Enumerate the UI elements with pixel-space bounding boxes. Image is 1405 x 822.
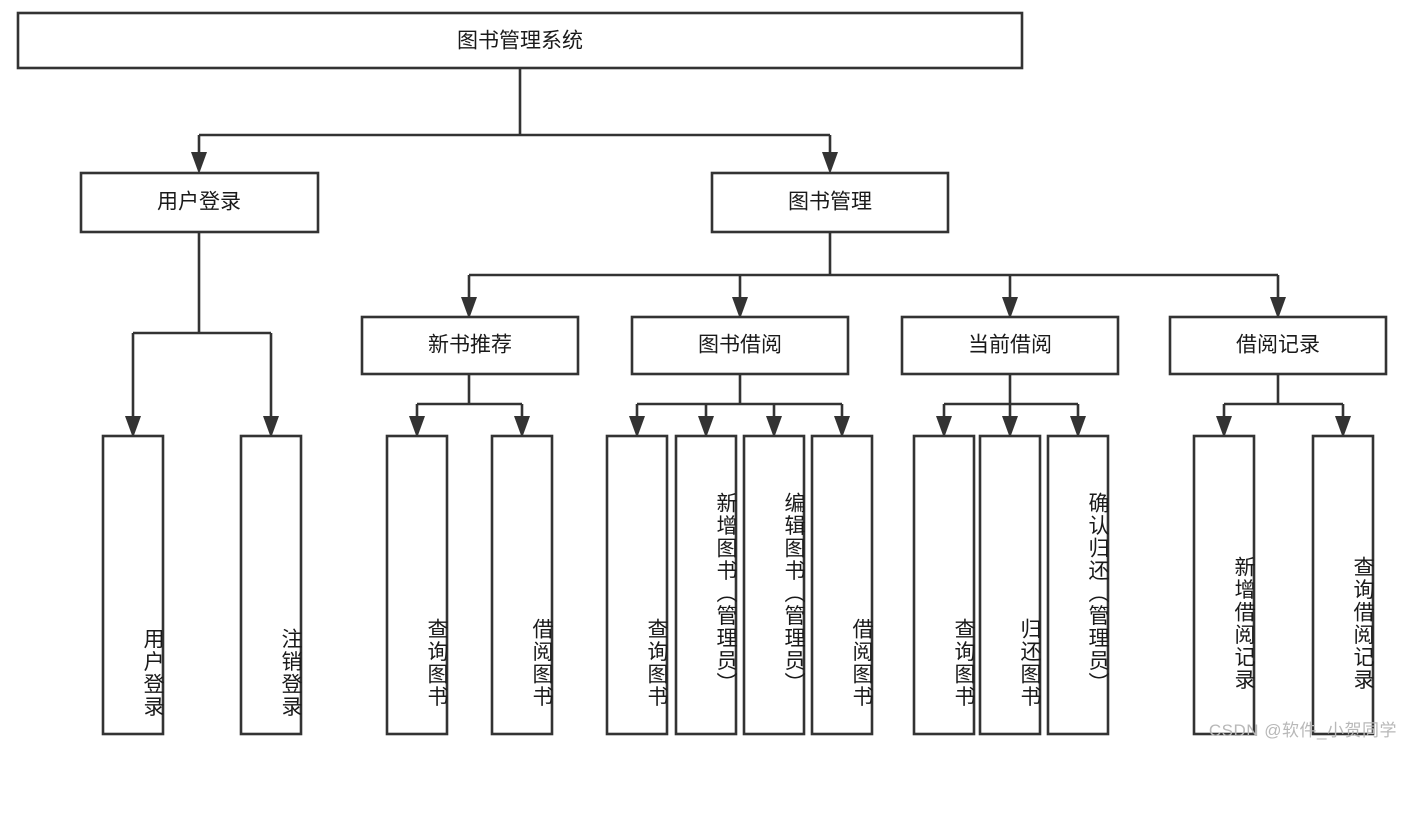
flowchart-canvas: 图书管理系统 用户登录 图书管理 新书推荐 图书借阅 当前借阅 借阅记录 bbox=[16, 11, 1397, 740]
arrow-head-icon bbox=[409, 416, 425, 438]
node-current-borrow-box bbox=[900, 315, 1120, 376]
arrow-head-icon bbox=[1002, 297, 1018, 319]
arrow-head-icon bbox=[766, 416, 782, 438]
arrow-head-icon bbox=[936, 416, 952, 438]
leaf-box-add-book-admin[interactable] bbox=[674, 434, 738, 736]
arrow-head-icon bbox=[834, 416, 850, 438]
flowchart-svg: 图书管理系统 用户登录 图书管理 新书推荐 图书借阅 当前借阅 借阅记录 bbox=[16, 11, 1388, 736]
node-book-borrow-label: 图书借阅 bbox=[698, 334, 782, 357]
arrow-head-icon bbox=[1070, 416, 1086, 438]
node-borrow-records-label: 借阅记录 bbox=[1236, 334, 1320, 357]
node-user-login-label: 用户登录 bbox=[157, 191, 241, 214]
leaf-box-query-books-current[interactable] bbox=[912, 434, 976, 736]
leaf-box-query-borrow-record[interactable] bbox=[1311, 434, 1375, 736]
node-root[interactable]: 图书管理系统 bbox=[16, 11, 1024, 70]
leaf-box-edit-book-admin[interactable] bbox=[742, 434, 806, 736]
arrow-head-icon bbox=[1216, 416, 1232, 438]
node-book-borrow-box bbox=[630, 315, 850, 376]
node-borrow-records[interactable]: 借阅记录 bbox=[1168, 315, 1388, 376]
node-borrow-records-box bbox=[1168, 315, 1388, 376]
arrow-head-icon bbox=[1002, 416, 1018, 438]
node-root-label: 图书管理系统 bbox=[457, 30, 583, 53]
node-book-borrow[interactable]: 图书借阅 bbox=[630, 315, 850, 376]
node-book-management-label: 图书管理 bbox=[788, 191, 872, 214]
csdn-watermark: CSDN @软件_小贺同学 bbox=[1208, 721, 1397, 740]
node-book-management[interactable]: 图书管理 bbox=[710, 171, 950, 234]
arrow-head-icon bbox=[514, 416, 530, 438]
arrow-head-icon bbox=[732, 297, 748, 319]
arrow-head-icon bbox=[191, 152, 207, 174]
node-current-borrow[interactable]: 当前借阅 bbox=[900, 315, 1120, 376]
node-new-book-recommend-box bbox=[360, 315, 580, 376]
leaf-box-return-book[interactable] bbox=[978, 434, 1042, 736]
node-current-borrow-label: 当前借阅 bbox=[968, 334, 1052, 357]
node-user-login[interactable]: 用户登录 bbox=[79, 171, 320, 234]
leaf-box-borrow-books-new[interactable] bbox=[490, 434, 554, 736]
node-new-book-recommend-label: 新书推荐 bbox=[428, 334, 512, 357]
arrow-head-icon bbox=[629, 416, 645, 438]
leaf-box-query-books-new[interactable] bbox=[385, 434, 449, 736]
arrow-head-icon bbox=[1335, 416, 1351, 438]
arrow-head-icon bbox=[1270, 297, 1286, 319]
node-user-login-box bbox=[79, 171, 320, 234]
leaf-box-confirm-return-admin[interactable] bbox=[1046, 434, 1110, 736]
leaf-box-logout[interactable] bbox=[239, 434, 303, 736]
arrow-head-icon bbox=[822, 152, 838, 174]
leaf-box-add-borrow-record[interactable] bbox=[1192, 434, 1256, 736]
node-book-management-box bbox=[710, 171, 950, 234]
leaf-box-user-login[interactable] bbox=[101, 434, 165, 736]
leaf-box-borrow-book[interactable] bbox=[810, 434, 874, 736]
node-root-box bbox=[16, 11, 1024, 70]
arrow-head-icon bbox=[263, 416, 279, 438]
leaf-box-query-books-borrow[interactable] bbox=[605, 434, 669, 736]
arrow-head-icon bbox=[125, 416, 141, 438]
arrow-head-icon bbox=[461, 297, 477, 319]
node-new-book-recommend[interactable]: 新书推荐 bbox=[360, 315, 580, 376]
arrow-head-icon bbox=[698, 416, 714, 438]
